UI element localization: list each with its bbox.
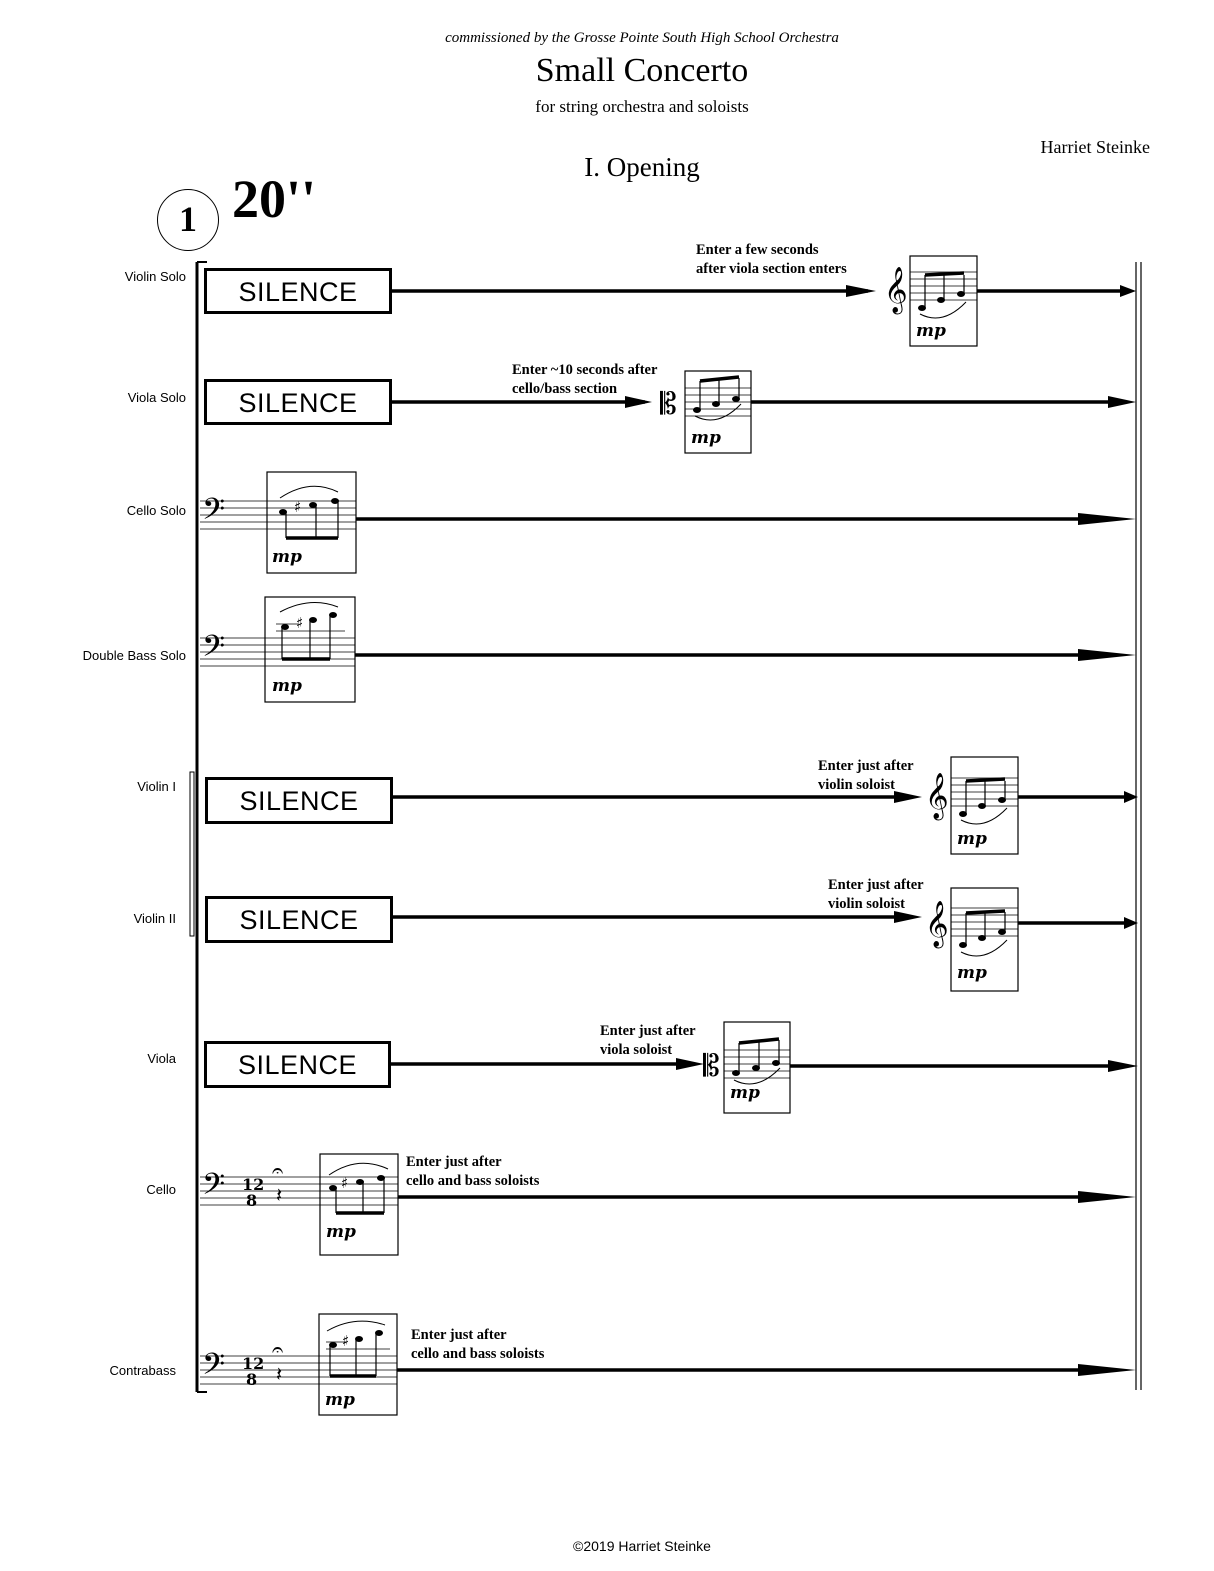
instruction-violin-1: Enter just after violin soloist	[818, 758, 914, 793]
dynamic-mp: mp	[272, 547, 302, 567]
sharp-icon: ♯	[296, 614, 303, 632]
instruction-contrabass: Enter just after cello and bass soloists	[411, 1327, 545, 1362]
silence-box-violin-solo: SILENCE	[204, 268, 392, 314]
movement-title: I. Opening	[584, 152, 700, 182]
dynamic-mp: mp	[957, 963, 987, 983]
bass-clef-icon: 𝄢	[202, 1168, 225, 1209]
timing-marking: 20''	[232, 169, 317, 229]
alto-clef-icon: 𝄡	[703, 1049, 720, 1084]
staff-label-double-bass-solo: Double Bass Solo	[82, 648, 186, 663]
staff-label-violin-solo: Violin Solo	[124, 269, 186, 284]
bass-clef-icon: 𝄢	[202, 630, 225, 671]
time-signature-numerator: 12	[242, 1175, 264, 1194]
silence-box-viola: SILENCE	[204, 1041, 391, 1088]
staff-label-violin-1: Violin I	[137, 779, 176, 794]
instruction-violin-2: Enter just after violin soloist	[828, 877, 924, 912]
piece-title: Small Concerto	[535, 52, 749, 89]
silence-box-viola-solo: SILENCE	[204, 379, 392, 425]
staff-label-viola: Viola	[147, 1051, 176, 1066]
dynamic-mp: mp	[730, 1083, 760, 1103]
instruction-viola-solo: Enter ~10 seconds after cello/bass secti…	[512, 362, 658, 397]
final-double-barline	[1135, 262, 1142, 1390]
staff-label-viola-solo: Viola Solo	[127, 390, 186, 405]
time-signature-denominator: 8	[246, 1370, 257, 1389]
instruction-cello: Enter just after cello and bass soloists	[406, 1154, 540, 1189]
staff-label-cello-solo: Cello Solo	[126, 503, 186, 518]
dynamic-mp: mp	[272, 676, 302, 696]
quarter-rest-icon: 𝄽	[276, 1362, 282, 1386]
staff-label-violin-2: Violin II	[133, 911, 176, 926]
bass-clef-icon: 𝄢	[202, 493, 225, 534]
rehearsal-mark: 1	[157, 189, 219, 251]
time-signature-denominator: 8	[246, 1191, 257, 1210]
silence-box-violin-2: SILENCE	[205, 896, 393, 943]
sharp-icon: ♯	[294, 498, 301, 516]
piece-subtitle: for string orchestra and soloists	[535, 97, 749, 116]
treble-clef-icon: 𝄞	[925, 773, 949, 821]
alto-clef-icon: 𝄡	[660, 387, 677, 422]
silence-box-violin-1: SILENCE	[205, 777, 393, 824]
bass-clef-icon: 𝄢	[202, 1348, 225, 1389]
fermata-icon: 𝄐	[272, 1337, 283, 1361]
fermata-icon: 𝄐	[272, 1158, 283, 1182]
treble-clef-icon: 𝄞	[925, 901, 949, 949]
dynamic-mp: mp	[691, 428, 721, 448]
sharp-icon: ♯	[342, 1332, 349, 1350]
composer-name: Harriet Steinke	[1040, 137, 1150, 157]
quarter-rest-icon: 𝄽	[276, 1183, 282, 1207]
dynamic-mp: mp	[916, 321, 946, 341]
dynamic-mp: mp	[957, 829, 987, 849]
dynamic-mp: mp	[325, 1390, 355, 1410]
staff-label-contrabass: Contrabass	[109, 1363, 176, 1378]
staff-label-cello: Cello	[146, 1182, 176, 1197]
sharp-icon: ♯	[341, 1174, 348, 1192]
system-bracket	[189, 261, 207, 1393]
copyright-notice: ©2019 Harriet Steinke	[573, 1538, 711, 1554]
time-signature-numerator: 12	[242, 1354, 264, 1373]
commission-note: commissioned by the Grosse Pointe South …	[445, 30, 839, 46]
instruction-viola: Enter just after viola soloist	[600, 1023, 696, 1058]
treble-clef-icon: 𝄞	[884, 267, 908, 315]
instruction-violin-solo: Enter a few seconds after viola section …	[696, 242, 847, 277]
dynamic-mp: mp	[326, 1222, 356, 1242]
